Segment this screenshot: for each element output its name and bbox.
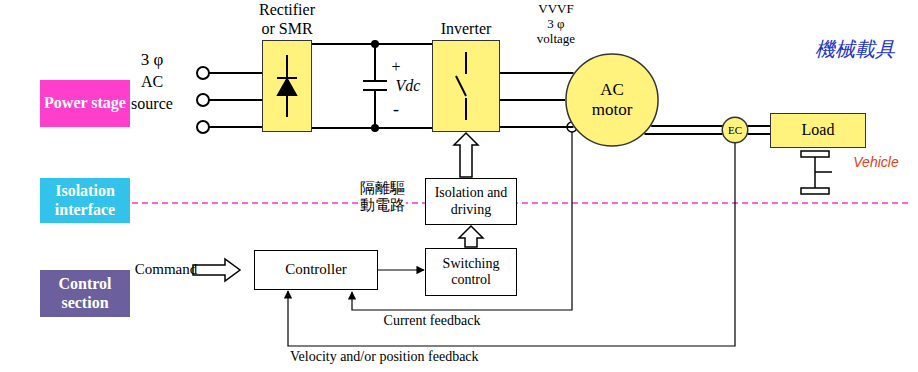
connector	[644, 126, 722, 134]
terminal	[197, 121, 209, 133]
text-label: Vehicle	[853, 154, 898, 170]
box-label: Isolation and driving	[426, 185, 516, 217]
box-label: EC	[728, 124, 742, 137]
box-label: Controller	[285, 261, 347, 278]
capacitor-lead	[374, 44, 376, 81]
switch-blade	[456, 76, 466, 96]
capacitor-symbol	[363, 41, 387, 131]
edge-label: Velocity and/or position feedback	[290, 349, 479, 365]
connector	[500, 73, 574, 127]
encoder-circle: EC	[722, 117, 748, 143]
load-box: Load	[770, 113, 866, 148]
wire	[747, 125, 770, 127]
connector	[747, 126, 770, 134]
current-sensor	[352, 122, 577, 310]
command-arrow	[193, 259, 240, 281]
wire	[209, 126, 262, 128]
wire	[500, 126, 574, 128]
block-arrow	[454, 133, 478, 177]
block-heading: Rectifier or SMR	[254, 1, 320, 38]
stage-band: Control section	[40, 270, 130, 317]
switch-symbol	[456, 52, 466, 120]
text-label: AC	[141, 73, 163, 91]
wire	[312, 127, 432, 129]
diode-bar	[277, 77, 297, 79]
input-wires	[209, 73, 262, 127]
block-arrow	[459, 226, 483, 247]
text-label: 3 φ	[141, 50, 164, 70]
text-label: Current feedback	[384, 313, 481, 329]
text-label: 機械載具	[815, 38, 895, 61]
connector	[288, 143, 735, 346]
inverter-box: Inverter	[432, 40, 500, 132]
wire	[312, 43, 432, 45]
text-label: Command	[135, 261, 198, 278]
stage-band: Isolation interface	[40, 178, 130, 223]
text-label: VVVF	[538, 2, 573, 17]
stage-band: Power stage	[40, 80, 130, 127]
box-label: Switching control	[426, 256, 516, 288]
connector	[454, 133, 478, 177]
inverter-fill	[432, 40, 500, 132]
wire	[288, 143, 735, 346]
text-label: 隔離驅動電路	[359, 180, 406, 215]
wire	[209, 72, 262, 74]
circle-outline	[566, 54, 658, 146]
rectifier-box: Rectifier or SMR	[262, 40, 312, 132]
box-label: AC motor	[586, 80, 638, 119]
rectifier-fill	[262, 40, 312, 132]
wire	[651, 125, 722, 127]
block-heading: Inverter	[433, 20, 499, 38]
connector	[312, 44, 432, 128]
wire	[209, 99, 262, 101]
terminal	[197, 94, 209, 106]
controller-box: Controller	[254, 250, 378, 290]
diode-triangle	[278, 79, 296, 95]
box-label: Isolation interface	[40, 182, 130, 219]
wire	[644, 133, 722, 135]
wire	[500, 99, 565, 101]
capacitor-plate	[363, 80, 387, 82]
switch-contact	[465, 52, 467, 74]
terminal	[197, 67, 209, 79]
text-label: Vdc	[396, 77, 421, 95]
box-label: Control section	[40, 275, 130, 312]
wire	[500, 72, 574, 74]
motor-circle: AC motor	[565, 53, 659, 147]
axle-arm	[815, 171, 832, 173]
text-label: +	[391, 58, 400, 76]
wheel	[801, 151, 829, 157]
wire	[378, 269, 424, 270]
switch-contact	[465, 98, 467, 120]
box-label: Load	[802, 121, 835, 139]
box-label: Power stage	[44, 94, 126, 112]
process-box: Isolation and driving	[425, 178, 517, 225]
text-label: source	[131, 95, 173, 113]
connector	[459, 226, 483, 247]
process-box: Switching control	[425, 248, 517, 296]
text-label: voltage	[537, 32, 575, 47]
wire	[747, 133, 770, 135]
current-feedback-wire	[352, 132, 572, 310]
text-label: -	[393, 99, 399, 120]
ac-terminals	[197, 67, 209, 133]
vehicle-axle	[801, 151, 832, 194]
text-label: 3 φ	[547, 17, 564, 32]
circle-outline	[722, 117, 747, 142]
diode-symbol	[277, 55, 297, 117]
axle	[814, 156, 816, 190]
wheel	[801, 188, 829, 194]
connector	[378, 270, 424, 271]
capacitor-lead	[374, 90, 376, 128]
